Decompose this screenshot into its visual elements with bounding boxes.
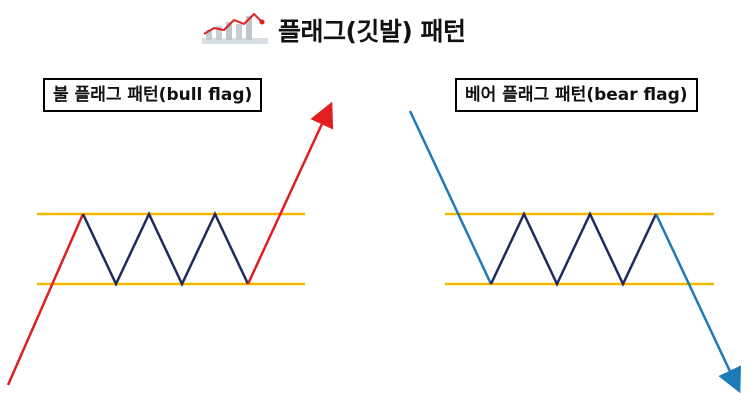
page-title: 플래그(깃발) 패턴: [278, 17, 466, 46]
rising-chart-icon: [200, 10, 270, 50]
bear-flag-label: 베어 플래그 패턴(bear flag): [455, 78, 698, 112]
title-row: 플래그(깃발) 패턴: [200, 8, 466, 52]
bear-breakdown-arrow: [654, 213, 741, 394]
bull-breakout-arrow: [246, 101, 334, 285]
bear-flag-zigzag: [489, 211, 658, 287]
bear-pole-line: [408, 110, 493, 285]
bull-pole-line: [6, 213, 85, 386]
bull-flag-label: 불 플래그 패턴(bull flag): [43, 78, 263, 112]
bull-flag-zigzag: [81, 211, 250, 287]
